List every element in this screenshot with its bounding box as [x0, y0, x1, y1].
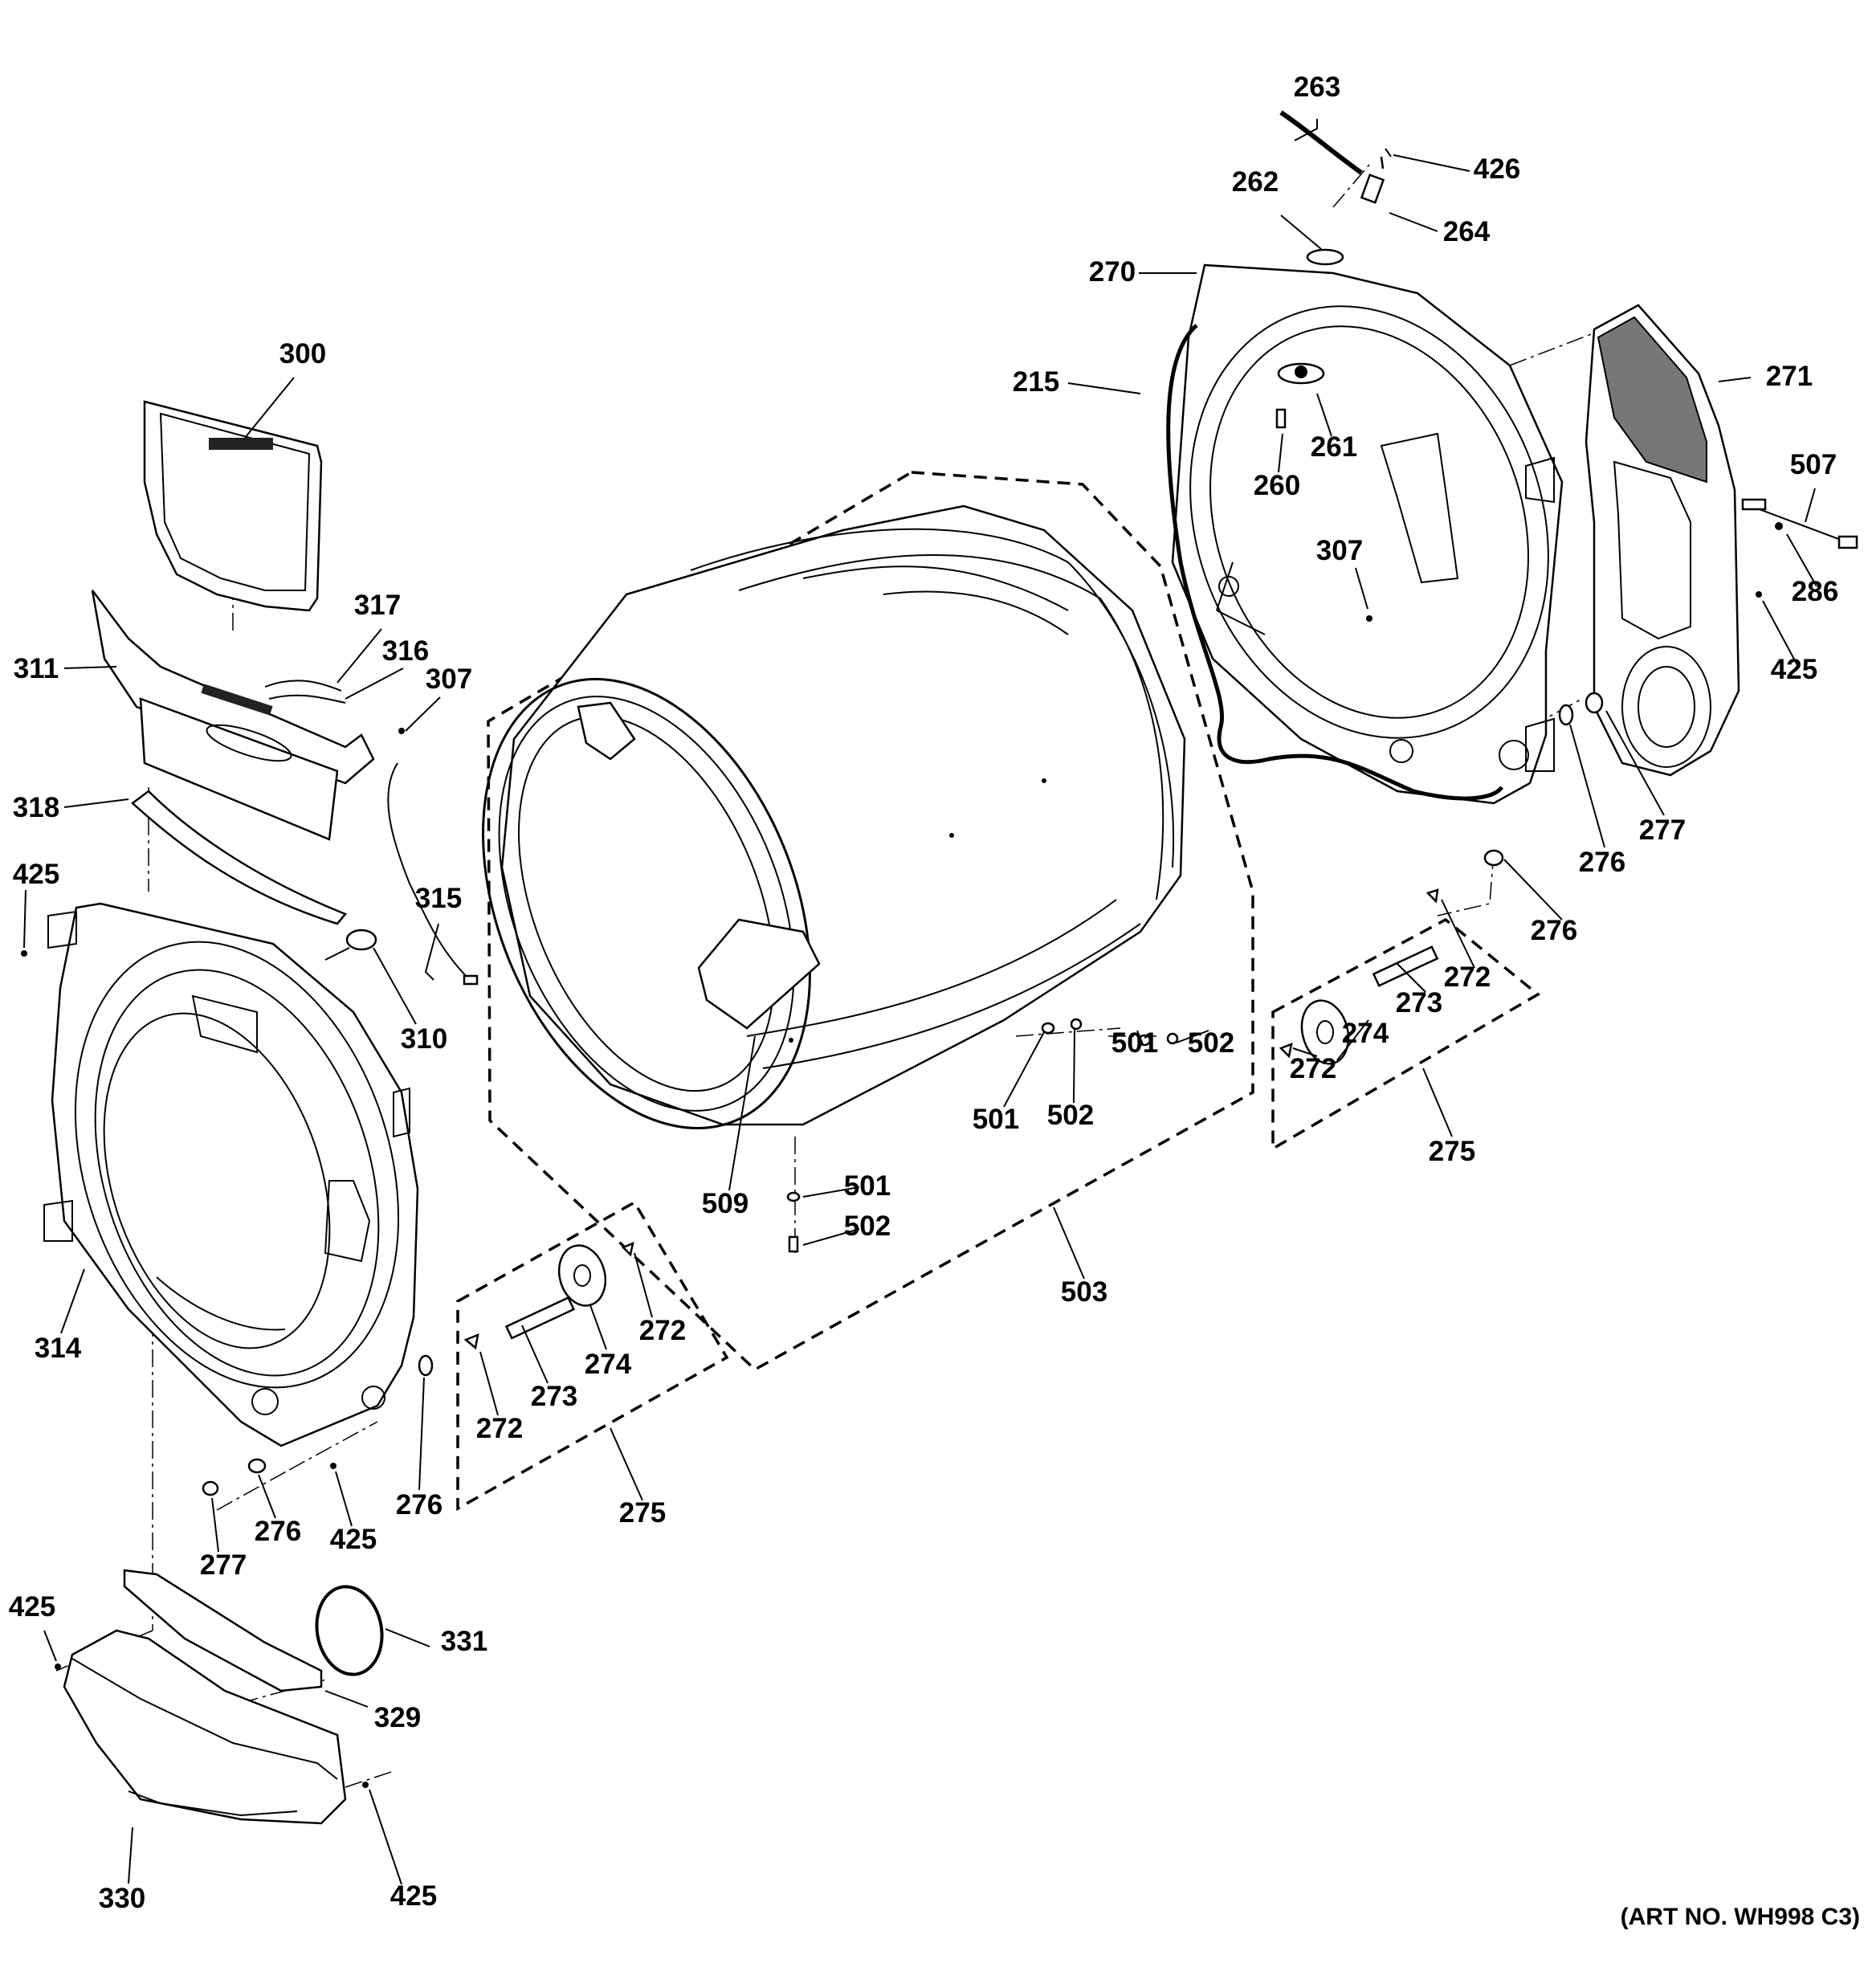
- callout-501-r2: 501: [973, 1104, 1019, 1135]
- callout-264: 264: [1443, 216, 1491, 247]
- callout-317: 317: [354, 590, 401, 621]
- callout-286: 286: [1792, 576, 1838, 607]
- callout-501-r1: 501: [1111, 1027, 1158, 1059]
- callout-272-l1: 272: [639, 1315, 686, 1346]
- callout-275-left: 275: [619, 1497, 666, 1529]
- callout-labels: 263 426 262 264 270 215 271 261 260 507 286 307 425 2…: [9, 71, 1838, 1914]
- callout-425-l2: 425: [330, 1524, 377, 1555]
- callout-307-right: 307: [1316, 535, 1363, 566]
- callout-273-right: 273: [1396, 987, 1442, 1018]
- callout-502-r2: 502: [1047, 1100, 1094, 1131]
- front-small-parts: [202, 1354, 434, 1496]
- leader-lines: [23, 119, 1817, 1885]
- drum-509: [482, 504, 1186, 1129]
- callout-425-l4: 425: [390, 1880, 437, 1912]
- door-switch-310: [324, 929, 377, 961]
- callout-276-l1: 276: [396, 1489, 443, 1521]
- thermistor-507: [1741, 498, 1858, 598]
- callout-276-r2: 276: [1531, 915, 1577, 946]
- rear-bulkhead: [1171, 263, 1564, 805]
- harness-315: [264, 680, 479, 986]
- callout-331: 331: [441, 1626, 487, 1657]
- drum-assembly-boundary-503: [487, 471, 1254, 1372]
- callout-274-right: 274: [1342, 1018, 1389, 1049]
- callout-307-left: 307: [426, 663, 472, 695]
- callout-300: 300: [279, 338, 326, 369]
- callout-314: 314: [35, 1333, 82, 1364]
- callout-274-left: 274: [585, 1349, 632, 1380]
- callout-426-top: 426: [1474, 153, 1520, 185]
- roller-kit-left: [463, 1241, 634, 1350]
- callout-276-l2: 276: [255, 1516, 301, 1547]
- callout-273-left: 273: [531, 1381, 577, 1412]
- roller-kit-right: [1279, 888, 1439, 1065]
- callout-507: 507: [1790, 449, 1837, 480]
- callout-272-r1: 272: [1444, 961, 1491, 993]
- front-panel-311: [91, 590, 375, 841]
- callout-501-b: 501: [844, 1170, 891, 1202]
- callout-260: 260: [1254, 470, 1300, 501]
- callout-275-right: 275: [1429, 1136, 1475, 1167]
- drum-fasteners: [786, 1018, 1179, 1253]
- callout-277-right: 277: [1639, 814, 1686, 846]
- rear-small-parts: [1483, 692, 1604, 867]
- callout-271: 271: [1766, 361, 1813, 392]
- drive-belt-215: [1166, 324, 1504, 801]
- callout-276-r1: 276: [1579, 847, 1625, 878]
- callout-503: 503: [1061, 1276, 1107, 1308]
- callout-502-r1: 502: [1188, 1027, 1234, 1059]
- callout-272-l2: 272: [476, 1413, 523, 1444]
- front-bulkhead-314: [21, 902, 419, 1447]
- callout-263: 263: [1294, 71, 1340, 103]
- callout-315: 315: [415, 883, 462, 914]
- inlet-fittings: [1279, 110, 1392, 266]
- roller-kit-boundary-right-275: [1271, 917, 1541, 1152]
- callout-330: 330: [99, 1883, 145, 1914]
- filter-seal-318: [131, 790, 348, 925]
- callout-329: 329: [374, 1702, 421, 1733]
- callout-277-left: 277: [200, 1549, 247, 1581]
- callout-311: 311: [14, 653, 59, 684]
- callout-262: 262: [1232, 166, 1279, 198]
- callout-316: 316: [382, 635, 429, 667]
- assembly-outlines: [456, 471, 1541, 1511]
- callout-318: 318: [13, 792, 59, 823]
- callout-310: 310: [401, 1023, 447, 1055]
- lint-filter-300: [143, 400, 323, 612]
- callout-272-r2: 272: [1290, 1053, 1336, 1084]
- rear-sensor-parts: [1275, 362, 1372, 622]
- callout-261: 261: [1311, 431, 1357, 463]
- lint-duct-330: [55, 1569, 384, 1825]
- roller-kit-boundary-left-275: [456, 1200, 729, 1511]
- rear-duct-271: [1585, 304, 1740, 777]
- callout-270: 270: [1089, 256, 1136, 288]
- callout-502-b: 502: [844, 1210, 891, 1242]
- callout-425-right: 425: [1771, 654, 1817, 685]
- callout-425-l1: 425: [13, 859, 59, 890]
- callout-425-l3: 425: [9, 1591, 55, 1623]
- art-number: (ART NO. WH998 C3): [1621, 1904, 1860, 1930]
- callout-215: 215: [1013, 366, 1059, 398]
- callout-509: 509: [702, 1188, 748, 1219]
